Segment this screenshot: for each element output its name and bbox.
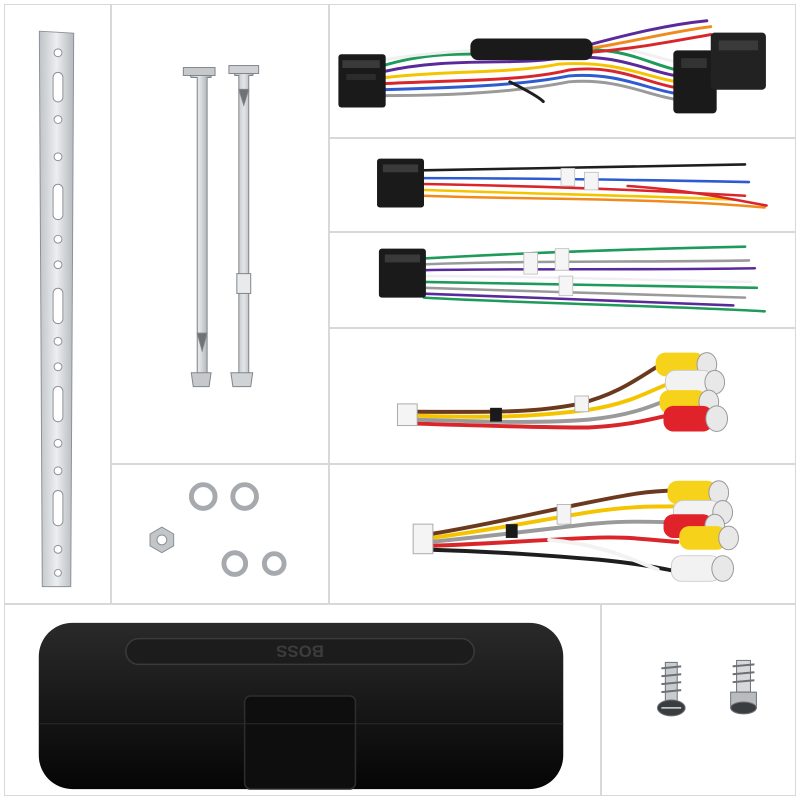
din-removal-keys-icon — [182, 65, 260, 388]
washers-nut-panel — [111, 464, 329, 604]
removal-keys-panel — [111, 4, 329, 464]
speaker-harness-panel — [329, 232, 796, 328]
rca-output-cable-icon — [396, 352, 729, 432]
mounting-screws-icon — [656, 659, 757, 717]
left-connector — [338, 54, 386, 108]
rca-input-output-cable-icon — [412, 480, 739, 582]
rca-plugs — [655, 352, 729, 432]
washers-and-nut-icon — [149, 482, 287, 577]
iso-speaker-connector-icon — [378, 245, 766, 313]
iso-wire-harness-icon — [338, 19, 766, 114]
mounting-strap-panel — [4, 4, 111, 604]
screws-panel — [601, 604, 796, 796]
power-harness-panel — [329, 138, 796, 232]
rca-cable-large-panel — [329, 464, 796, 604]
carry-case-panel: BOSS — [4, 604, 601, 796]
faceplate-case-icon: BOSS — [38, 622, 564, 790]
perforated-metal-strap-icon — [38, 30, 75, 588]
case-logo-text: BOSS — [276, 642, 324, 661]
rca-cable-small-panel — [329, 328, 796, 464]
main-wire-harness-panel — [329, 4, 796, 138]
iso-power-connector-icon — [377, 158, 768, 209]
